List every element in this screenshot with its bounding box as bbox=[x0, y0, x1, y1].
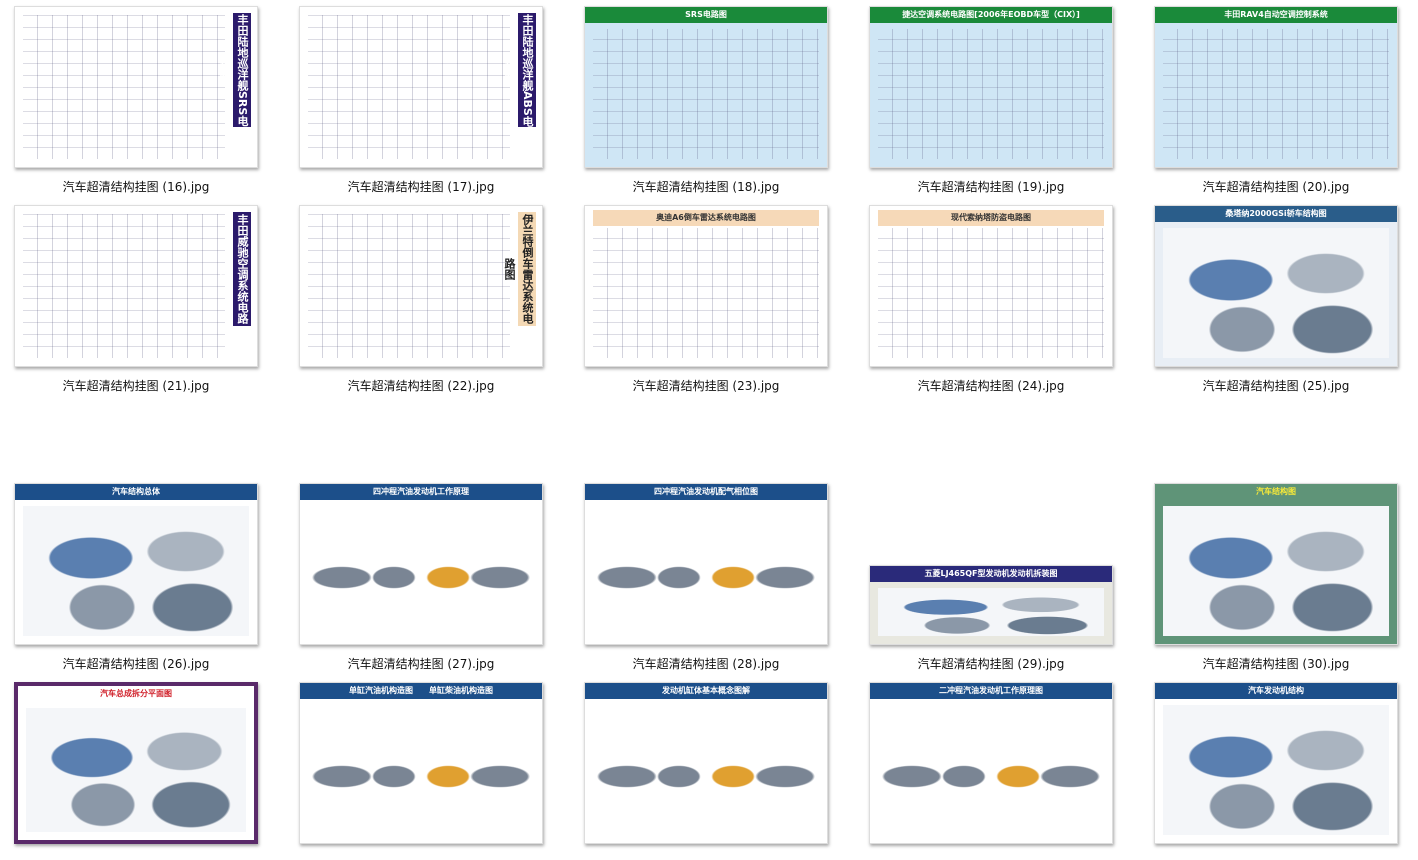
file-thumbnail[interactable]: 发动机缸体基本概念图解 bbox=[584, 682, 828, 844]
file-name-label[interactable]: 汽车超清结构挂图 (24).jpg bbox=[917, 379, 1065, 393]
file-thumbnail[interactable]: 伊兰特倒车雷达系统电路图 bbox=[299, 205, 543, 367]
file-item[interactable]: 丰田威驰空调系统电路图汽车超清结构挂图 (21).jpg bbox=[0, 205, 285, 405]
file-item[interactable]: 单缸汽油机构造图 单缸柴油机构造图 bbox=[285, 682, 570, 860]
file-name-label[interactable]: 汽车超清结构挂图 (22).jpg bbox=[347, 379, 495, 393]
thumbnail-image bbox=[1163, 228, 1389, 358]
thumbnail-image bbox=[308, 214, 510, 358]
file-item[interactable]: 奥迪A6倒车雷达系统电路图汽车超清结构挂图 (23).jpg bbox=[570, 205, 855, 405]
file-item[interactable]: 现代索纳塔防盗电路图汽车超清结构挂图 (24).jpg bbox=[855, 205, 1140, 405]
thumbnail-image bbox=[593, 705, 819, 835]
thumbnail-image bbox=[23, 214, 225, 358]
file-item[interactable]: 丰田RAV4自动空调控制系统汽车超清结构挂图 (20).jpg bbox=[1140, 6, 1418, 206]
file-name-label[interactable]: 汽车超清结构挂图 (17).jpg bbox=[347, 180, 495, 194]
file-thumbnail[interactable]: 桑塔纳2000GSi轿车结构图 bbox=[1154, 205, 1398, 367]
thumbnail-title: 奥迪A6倒车雷达系统电路图 bbox=[593, 210, 819, 226]
thumbnail-title: 四冲程汽油发动机配气相位图 bbox=[585, 484, 827, 500]
thumbnail-image bbox=[878, 228, 1104, 358]
file-name-label[interactable]: 汽车超清结构挂图 (19).jpg bbox=[917, 180, 1065, 194]
file-thumbnail[interactable]: 奥迪A6倒车雷达系统电路图 bbox=[584, 205, 828, 367]
file-name-label[interactable]: 汽车超清结构挂图 (20).jpg bbox=[1202, 180, 1350, 194]
file-item[interactable]: 汽车发动机结构 bbox=[1140, 682, 1418, 860]
thumbnail-image bbox=[878, 588, 1104, 636]
thumbnail-title: 汽车结构图 bbox=[1155, 484, 1397, 500]
thumbnail-title: 丰田RAV4自动空调控制系统 bbox=[1155, 7, 1397, 23]
thumbnail-image bbox=[1163, 29, 1389, 159]
thumbnail-title: 丰田威驰空调系统电路图 bbox=[218, 212, 251, 326]
file-name-label[interactable]: 汽车超清结构挂图 (18).jpg bbox=[632, 180, 780, 194]
file-item[interactable]: 捷达空调系统电路图[2006年EOBD车型（CIX）] 汽车超清结构挂图 (19)… bbox=[855, 6, 1140, 206]
file-name-label[interactable]: 汽车超清结构挂图 (29).jpg bbox=[917, 657, 1065, 671]
file-name-label[interactable]: 汽车超清结构挂图 (28).jpg bbox=[632, 657, 780, 671]
thumbnail-image bbox=[23, 15, 225, 159]
file-item[interactable]: 丰田陆地巡洋舰ABS电路图汽车超清结构挂图 (17).jpg bbox=[285, 6, 570, 206]
thumbnail-image bbox=[308, 15, 510, 159]
thumbnail-image bbox=[878, 29, 1104, 159]
thumbnail-image bbox=[308, 506, 534, 636]
thumbnail-image bbox=[593, 506, 819, 636]
file-item[interactable]: SRS电路图汽车超清结构挂图 (18).jpg bbox=[570, 6, 855, 206]
thumbnail-image bbox=[308, 705, 534, 835]
file-item[interactable]: 发动机缸体基本概念图解 bbox=[570, 682, 855, 860]
file-thumbnail[interactable]: 汽车结构总体 bbox=[14, 483, 258, 645]
file-thumbnail[interactable]: 四冲程汽油发动机配气相位图 bbox=[584, 483, 828, 645]
file-item[interactable]: 桑塔纳2000GSi轿车结构图汽车超清结构挂图 (25).jpg bbox=[1140, 205, 1418, 405]
thumbnail-image bbox=[593, 29, 819, 159]
file-thumbnail[interactable]: 丰田陆地巡洋舰SRS电路图 bbox=[14, 6, 258, 168]
file-item[interactable]: 汽车结构图汽车超清结构挂图 (30).jpg bbox=[1140, 483, 1418, 683]
file-item[interactable]: 四冲程汽油发动机工作原理汽车超清结构挂图 (27).jpg bbox=[285, 483, 570, 683]
thumbnail-title: 汽车发动机结构 bbox=[1155, 683, 1397, 699]
thumbnail-title: 桑塔纳2000GSi轿车结构图 bbox=[1155, 206, 1397, 222]
file-name-label[interactable]: 汽车超清结构挂图 (26).jpg bbox=[62, 657, 210, 671]
thumbnail-image bbox=[878, 705, 1104, 835]
thumbnail-title: 五菱LJ465QF型发动机发动机拆装图 bbox=[870, 566, 1112, 582]
file-item[interactable]: 汽车总成拆分平面图 bbox=[0, 682, 285, 860]
file-thumbnail[interactable]: 汽车总成拆分平面图 bbox=[14, 682, 258, 844]
file-thumbnail[interactable]: 二冲程汽油发动机工作原理图 bbox=[869, 682, 1113, 844]
file-thumbnail[interactable]: 丰田RAV4自动空调控制系统 bbox=[1154, 6, 1398, 168]
thumbnail-title: 汽车总成拆分平面图 bbox=[18, 686, 254, 702]
thumbnail-title: 丰田陆地巡洋舰SRS电路图 bbox=[218, 13, 251, 127]
thumbnail-image bbox=[593, 228, 819, 358]
file-thumbnail[interactable]: 单缸汽油机构造图 单缸柴油机构造图 bbox=[299, 682, 543, 844]
file-name-label[interactable]: 汽车超清结构挂图 (23).jpg bbox=[632, 379, 780, 393]
file-name-label[interactable]: 汽车超清结构挂图 (30).jpg bbox=[1202, 657, 1350, 671]
thumbnail-title: 丰田陆地巡洋舰ABS电路图 bbox=[503, 13, 536, 127]
thumbnail-title: 单缸汽油机构造图 单缸柴油机构造图 bbox=[300, 683, 542, 699]
file-thumbnail[interactable]: 捷达空调系统电路图[2006年EOBD车型（CIX）] bbox=[869, 6, 1113, 168]
file-thumbnail[interactable]: 四冲程汽油发动机工作原理 bbox=[299, 483, 543, 645]
file-thumbnail[interactable]: 五菱LJ465QF型发动机发动机拆装图 bbox=[869, 565, 1113, 645]
thumbnail-image bbox=[23, 506, 249, 636]
file-item[interactable]: 汽车结构总体汽车超清结构挂图 (26).jpg bbox=[0, 483, 285, 683]
file-thumbnail[interactable]: 现代索纳塔防盗电路图 bbox=[869, 205, 1113, 367]
thumbnail-title: 四冲程汽油发动机工作原理 bbox=[300, 484, 542, 500]
file-item[interactable]: 四冲程汽油发动机配气相位图汽车超清结构挂图 (28).jpg bbox=[570, 483, 855, 683]
file-name-label[interactable]: 汽车超清结构挂图 (21).jpg bbox=[62, 379, 210, 393]
thumbnail-title: 发动机缸体基本概念图解 bbox=[585, 683, 827, 699]
file-thumbnail[interactable]: 丰田陆地巡洋舰ABS电路图 bbox=[299, 6, 543, 168]
file-thumbnail[interactable]: 汽车发动机结构 bbox=[1154, 682, 1398, 844]
thumbnail-image bbox=[1163, 506, 1389, 636]
thumbnail-title: 汽车结构总体 bbox=[15, 484, 257, 500]
file-item[interactable]: 五菱LJ465QF型发动机发动机拆装图汽车超清结构挂图 (29).jpg bbox=[855, 483, 1140, 683]
file-name-label[interactable]: 汽车超清结构挂图 (27).jpg bbox=[347, 657, 495, 671]
file-thumbnail[interactable]: 汽车结构图 bbox=[1154, 483, 1398, 645]
thumbnail-title: 二冲程汽油发动机工作原理图 bbox=[870, 683, 1112, 699]
thumbnail-image bbox=[1163, 705, 1389, 835]
thumbnail-title: 捷达空调系统电路图[2006年EOBD车型（CIX）] bbox=[870, 7, 1112, 23]
file-name-label[interactable]: 汽车超清结构挂图 (25).jpg bbox=[1202, 379, 1350, 393]
file-item[interactable]: 伊兰特倒车雷达系统电路图汽车超清结构挂图 (22).jpg bbox=[285, 205, 570, 405]
file-name-label[interactable]: 汽车超清结构挂图 (16).jpg bbox=[62, 180, 210, 194]
file-thumbnail[interactable]: SRS电路图 bbox=[584, 6, 828, 168]
thumbnail-title: SRS电路图 bbox=[585, 7, 827, 23]
file-item[interactable]: 二冲程汽油发动机工作原理图 bbox=[855, 682, 1140, 860]
file-item[interactable]: 丰田陆地巡洋舰SRS电路图汽车超清结构挂图 (16).jpg bbox=[0, 6, 285, 206]
thumbnail-image bbox=[26, 708, 246, 832]
thumbnail-title: 现代索纳塔防盗电路图 bbox=[878, 210, 1104, 226]
thumbnail-title: 伊兰特倒车雷达系统电路图 bbox=[503, 212, 536, 326]
file-thumbnail[interactable]: 丰田威驰空调系统电路图 bbox=[14, 205, 258, 367]
